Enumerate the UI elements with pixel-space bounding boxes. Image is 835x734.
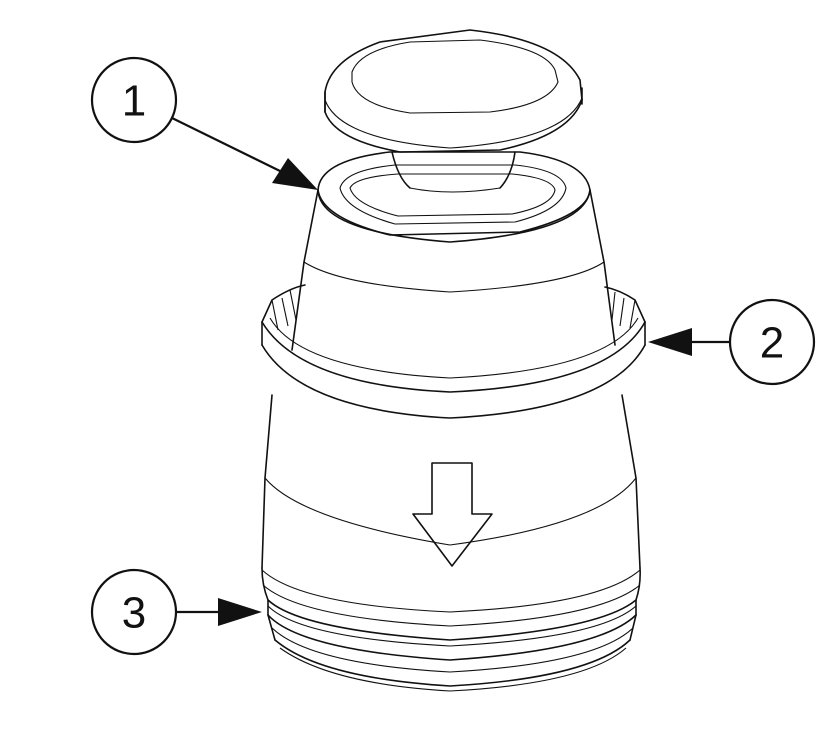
callout-2: 2 bbox=[648, 298, 816, 386]
callout-1-number: 1 bbox=[122, 77, 146, 126]
down-arrow-icon bbox=[412, 462, 493, 567]
callout-2-number: 2 bbox=[760, 319, 784, 368]
base-body bbox=[261, 394, 641, 692]
callout-1: 1 bbox=[90, 56, 318, 190]
callout-1-arrowhead bbox=[272, 158, 318, 190]
callout-3-number: 3 bbox=[122, 589, 146, 638]
piston-knob bbox=[324, 29, 583, 193]
callout-3: 3 bbox=[90, 568, 262, 656]
callout-2-arrowhead bbox=[648, 328, 692, 356]
callout-3-arrowhead bbox=[218, 598, 262, 626]
piston-body bbox=[291, 151, 616, 351]
ring bbox=[261, 284, 646, 419]
